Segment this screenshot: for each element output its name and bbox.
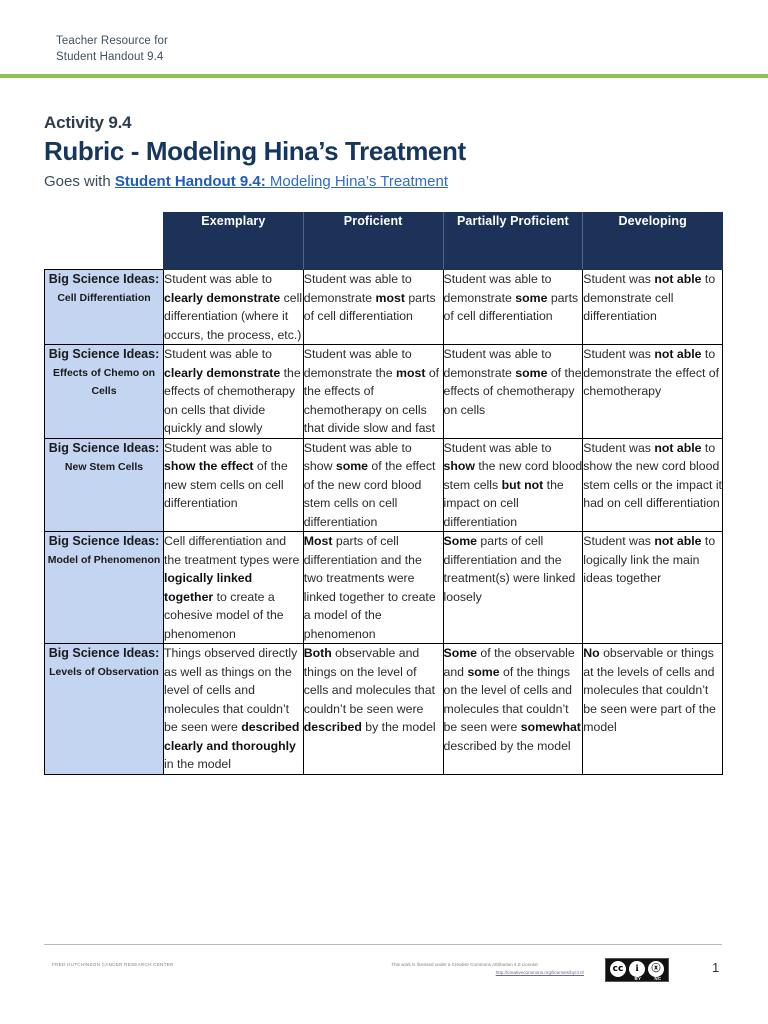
rubric-cell: Student was able to clearly demonstrate … (163, 269, 304, 345)
rubric-cell: Cell differentiation and the treatment t… (163, 531, 304, 644)
goes-with-line: Goes with Student Handout 9.4: Modeling … (44, 171, 734, 193)
rubric-cell: Student was able to show some of the eff… (302, 437, 444, 532)
footer-license: This work is licensed under a Creative C… (340, 961, 590, 977)
rubric-cell: Student was able to demonstrate some par… (442, 269, 584, 345)
rubric-cell: Student was able to clearly demonstrate … (163, 344, 304, 439)
rubric-table-head: Exemplary Proficient Partially Proficien… (44, 212, 723, 270)
rubric-cell: No observable or things at the levels of… (582, 643, 723, 775)
rubric-cell: Some of the observable and some of the t… (442, 643, 584, 775)
row-label-secondary: Levels of Observation (49, 666, 159, 678)
green-divider-rule (0, 74, 768, 78)
row-label-secondary: Cell Differentiation (57, 292, 151, 304)
rubric-table: Exemplary Proficient Partially Proficien… (44, 212, 723, 775)
rubric-cell: Student was able to demonstrate most par… (302, 269, 444, 345)
table-row: Big Science Ideas: Effects of Chemo on C… (44, 344, 723, 439)
rubric-cell: Student was able to show the new cord bl… (442, 437, 584, 532)
cc-nc-icon: ⓧ (648, 961, 664, 977)
rubric-cell: Both observable and things on the level … (302, 643, 444, 775)
cc-logo-icon: cc (610, 961, 626, 977)
page-number: 1 (712, 960, 720, 975)
rubric-corner-cell (44, 212, 164, 270)
row-label-secondary: Model of Phenomenon (47, 554, 161, 566)
rubric-cell: Student was not able to show the new cor… (582, 437, 723, 532)
row-label-primary: Big Science Ideas: (48, 646, 160, 660)
cc-nc-label: NC (654, 976, 662, 981)
footer-divider-rule (44, 944, 722, 945)
row-label-cell: Big Science Ideas: New Stem Cells (44, 437, 164, 532)
row-label-cell: Big Science Ideas: Levels of Observation (44, 643, 164, 775)
column-header-developing: Developing (582, 212, 723, 270)
row-label-secondary: Effects of Chemo on Cells (52, 367, 156, 397)
document-header: Teacher Resource for Student Handout 9.4 (0, 0, 768, 78)
row-label-secondary: New Stem Cells (64, 460, 144, 473)
rubric-cell: Student was not able to demonstrate the … (582, 344, 723, 439)
goes-with-prefix: Goes with (44, 173, 115, 190)
rubric-cell: Student was not able to logically link t… (582, 531, 723, 644)
rubric-header-row: Exemplary Proficient Partially Proficien… (44, 212, 723, 270)
rubric-cell: Student was not able to demonstrate cell… (582, 269, 723, 345)
column-header-exemplary: Exemplary (163, 212, 304, 270)
row-label-cell: Big Science Ideas: Effects of Chemo on C… (44, 344, 164, 439)
rubric-cell: Student was able to demonstrate some of … (442, 344, 584, 439)
document-footer: FRED HUTCHINSON CANCER RESEARCH CENTER T… (44, 958, 734, 998)
student-handout-link-title[interactable]: Modeling Hina’s Treatment (265, 173, 449, 190)
rubric-cell: Most parts of cell differentiation and t… (302, 531, 444, 644)
header-line-1: Teacher Resource for (56, 35, 168, 47)
row-label-cell: Big Science Ideas: Model of Phenomenon (44, 531, 164, 644)
cc-by-label: BY (634, 976, 642, 981)
footer-organization: FRED HUTCHINSON CANCER RESEARCH CENTER (52, 962, 174, 967)
column-header-proficient: Proficient (302, 212, 444, 270)
student-handout-link-bold[interactable]: Student Handout 9.4: (114, 173, 266, 190)
row-label-primary: Big Science Ideas: (48, 347, 160, 361)
page-title: Rubric - Modeling Hina’s Treatment (44, 136, 466, 166)
rubric-cell: Student was able to demonstrate the most… (302, 344, 444, 439)
activity-label: Activity 9.4 (44, 113, 132, 132)
cc-by-icon: ℹ (629, 961, 645, 977)
table-row: Big Science Ideas: Levels of Observation… (44, 643, 723, 775)
rubric-cell: Things observed directly as well as thin… (163, 643, 304, 775)
creative-commons-badge-icon: cc ℹ ⓧ BY NC (605, 958, 669, 982)
rubric-cell: Some parts of cell differentiation and t… (442, 531, 584, 644)
footer-license-text: This work is licensed under a Creative C… (391, 962, 539, 967)
column-header-partially-proficient: Partially Proficient (442, 212, 584, 270)
row-label-primary: Big Science Ideas: (48, 534, 160, 548)
row-label-primary: Big Science Ideas: (48, 272, 160, 286)
teacher-resource-heading: Teacher Resource for Student Handout 9.4 (56, 33, 168, 65)
title-block: Activity 9.4 Rubric - Modeling Hina’s Tr… (44, 112, 734, 193)
row-label-primary: Big Science Ideas: (48, 440, 160, 455)
footer-license-url[interactable]: http://creativecommons.org/licenses/by/4… (495, 970, 584, 975)
header-line-2: Student Handout 9.4 (56, 51, 164, 63)
row-label-cell: Big Science Ideas: Cell Differentiation (44, 269, 164, 345)
rubric-cell: Student was able to show the effect of t… (163, 437, 304, 532)
